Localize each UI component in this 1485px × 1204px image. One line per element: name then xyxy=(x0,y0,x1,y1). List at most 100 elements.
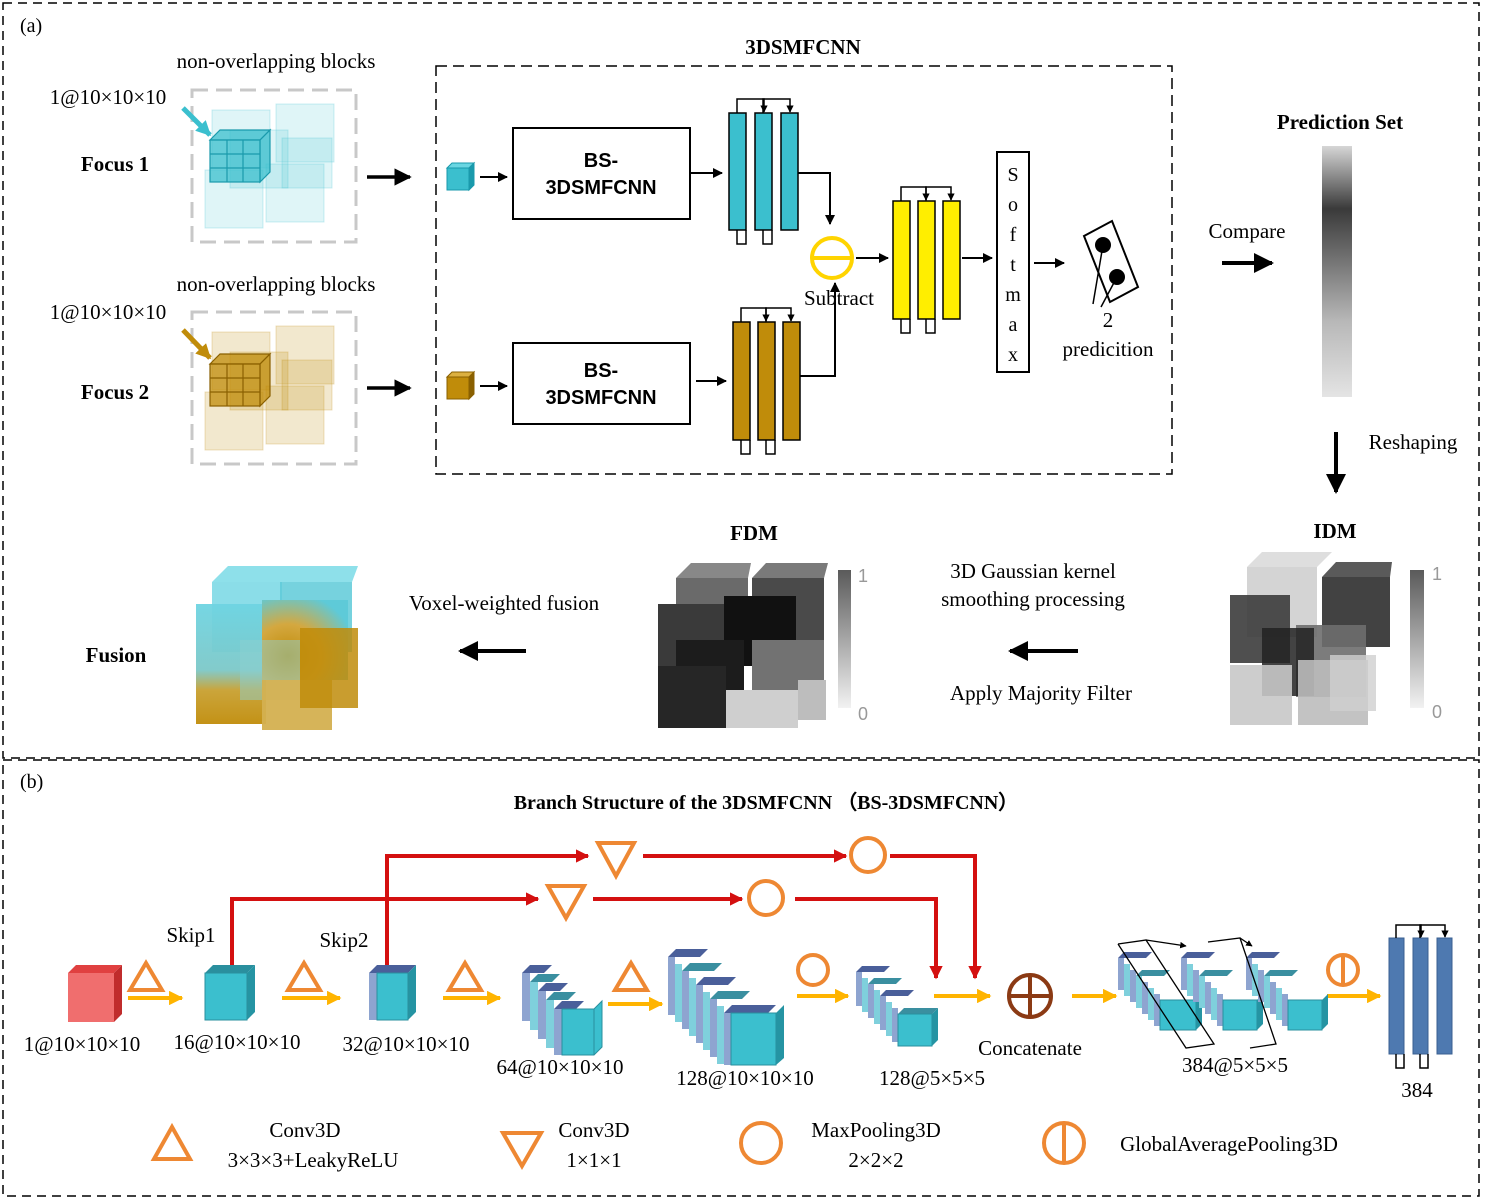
focus-1-label: Focus 1 xyxy=(81,152,149,176)
idm-bar-min: 0 xyxy=(1432,702,1442,722)
bs-box-2-line-2: 3DSMFCNN xyxy=(545,387,656,409)
blocks-label-1: non-overlapping blocks xyxy=(177,49,376,73)
fusion-label: Fusion xyxy=(86,643,147,667)
svg-text:t: t xyxy=(1010,254,1016,276)
feature-bars-yellow xyxy=(892,186,961,334)
dim-b-3: 32@10×10×10 xyxy=(342,1032,469,1056)
net-box xyxy=(435,65,1173,475)
svg-text:x: x xyxy=(1008,344,1018,366)
skip1-label: Skip1 xyxy=(166,923,215,947)
legend-gap-label: GlobalAveragePooling3D xyxy=(1120,1132,1338,1156)
gaussian-label-line-2: smoothing processing xyxy=(941,587,1125,611)
legend-conv1-line-2: 1×1×1 xyxy=(566,1148,621,1172)
legend-gap-icon xyxy=(1042,1121,1086,1165)
input-cube-cyan xyxy=(445,161,476,192)
dim-b-2: 16@10×10×10 xyxy=(173,1030,300,1054)
maxpool-icon-upper xyxy=(849,836,887,874)
input-cube-gold xyxy=(445,370,476,401)
conv3-icon-2 xyxy=(284,959,324,992)
prediction-count: 2 xyxy=(1103,308,1114,332)
net-title: 3DSMFCNN xyxy=(745,35,861,59)
conv1x1-icon-lower xyxy=(544,884,588,923)
panel-b-label: (b) xyxy=(20,771,43,793)
fdm-volume xyxy=(658,563,828,728)
idm-title: IDM xyxy=(1313,519,1356,543)
gaussian-label-line-1: 3D Gaussian kernel xyxy=(950,559,1116,583)
bs-box-1-line-1: BS- xyxy=(584,150,618,172)
concatenate-label: Concatenate xyxy=(978,1036,1082,1060)
maxpool-icon-main xyxy=(796,953,830,987)
main-flow-arrows xyxy=(128,988,1382,1012)
output-bars-384 xyxy=(1388,924,1453,1069)
conv1x1-icon-upper xyxy=(594,841,638,881)
svg-text:o: o xyxy=(1008,194,1018,216)
dim-b-8: 384 xyxy=(1401,1078,1433,1102)
dim-label-1: 1@10×10×10 xyxy=(50,85,167,109)
subtract-label: Subtract xyxy=(804,286,874,310)
feature-cube-32 xyxy=(369,965,416,1021)
feature-stack-128 xyxy=(668,949,784,1066)
feature-stacks-384 xyxy=(1117,937,1328,1049)
legend-maxpool-icon xyxy=(739,1121,783,1165)
bs-box-2-line-1: BS- xyxy=(584,360,618,382)
feature-bars-gold xyxy=(732,307,801,455)
conv3-icon-1 xyxy=(126,959,166,992)
focus-2-block-frame xyxy=(190,310,358,466)
compare-label: Compare xyxy=(1209,219,1286,243)
focus-2-grid-cube xyxy=(208,352,272,408)
idm-volume xyxy=(1230,552,1392,725)
bs-box-1 xyxy=(512,127,691,220)
panel-b-border xyxy=(2,759,1480,1197)
gap-icon-main xyxy=(1326,953,1360,987)
feature-bars-cyan xyxy=(728,98,799,245)
prediction-label: predicition xyxy=(1063,337,1154,361)
softmax-letters: S o f t m a x xyxy=(1005,164,1021,366)
gold-to-subtract-arrow xyxy=(800,282,840,377)
concatenate-icon xyxy=(1007,973,1053,1019)
majority-filter-label: Apply Majority Filter xyxy=(950,681,1132,705)
feature-stack-64 xyxy=(522,965,603,1056)
fdm-bar-min: 0 xyxy=(858,704,868,724)
fdm-bar-max: 1 xyxy=(858,566,868,586)
focus-2-label: Focus 2 xyxy=(81,380,149,404)
focus-1-block-frame xyxy=(190,88,358,244)
skip2-label: Skip2 xyxy=(319,928,368,952)
focus-1-grid-cube xyxy=(208,128,272,184)
prediction-set-title: Prediction Set xyxy=(1277,110,1403,134)
legend-conv1-line-1: Conv3D xyxy=(558,1118,629,1142)
dim-b-4: 64@10×10×10 xyxy=(496,1055,623,1079)
panel-a-label: (a) xyxy=(20,15,42,37)
legend-maxpool-line-1: MaxPooling3D xyxy=(811,1118,941,1142)
fdm-title: FDM xyxy=(730,521,778,545)
conv3-icon-3 xyxy=(445,959,485,992)
dim-label-2: 1@10×10×10 xyxy=(50,300,167,324)
skip-paths xyxy=(230,849,982,980)
svg-text:f: f xyxy=(1010,224,1017,246)
svg-text:a: a xyxy=(1009,314,1018,336)
svg-text:m: m xyxy=(1005,284,1021,306)
legend-maxpool-line-2: 2×2×2 xyxy=(848,1148,903,1172)
softmax-box xyxy=(996,151,1030,373)
conv3-icon-4 xyxy=(611,959,651,992)
fusion-volume xyxy=(196,566,358,730)
bs-box-1-line-2: 3DSMFCNN xyxy=(545,177,656,199)
cyan-to-subtract-arrow xyxy=(798,172,835,225)
legend-conv1-icon xyxy=(499,1131,545,1171)
focus-1-pointer-arrow xyxy=(181,106,212,137)
legend-conv3-line-2: 3×3×3+LeakyReLU xyxy=(228,1148,399,1172)
prediction-set-bar xyxy=(1322,146,1352,397)
panel-b-title: Branch Structure of the 3DSMFCNN （BS-3DS… xyxy=(514,791,1019,814)
legend-conv3-icon xyxy=(150,1122,194,1161)
feature-cube-16 xyxy=(204,965,255,1021)
maxpool-icon-lower xyxy=(747,879,785,917)
focus-2-pointer-arrow xyxy=(181,328,212,360)
idm-colorbar xyxy=(1410,570,1424,708)
fdm-colorbar xyxy=(838,570,851,708)
reshaping-label: Reshaping xyxy=(1369,430,1458,454)
feature-stack-128-pooled xyxy=(856,966,938,1047)
blocks-label-2: non-overlapping blocks xyxy=(177,272,376,296)
bs-box-2 xyxy=(512,342,691,425)
legend-conv3-line-1: Conv3D xyxy=(269,1118,340,1142)
